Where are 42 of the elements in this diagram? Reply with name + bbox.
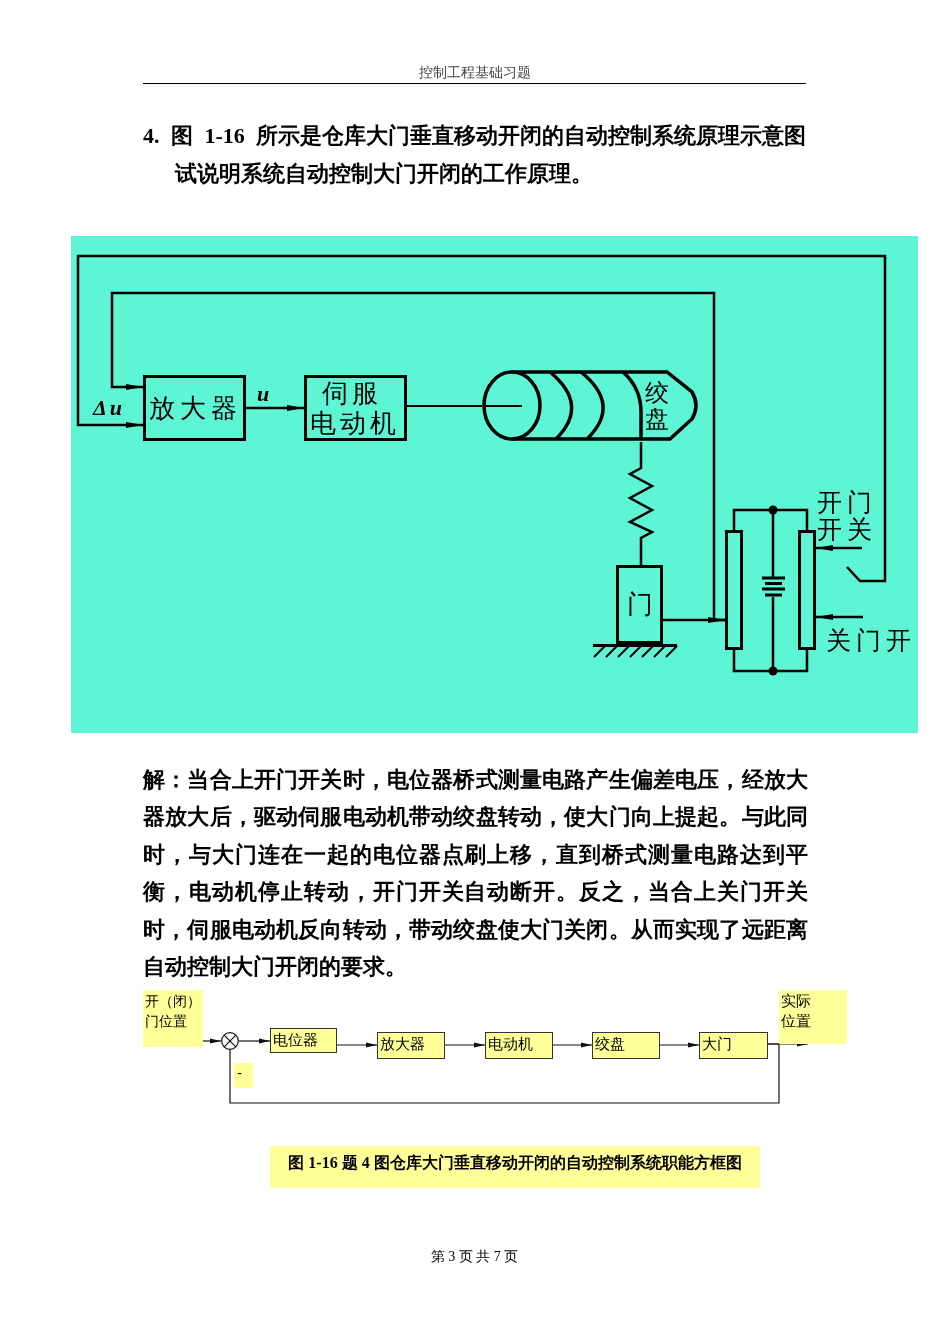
spring: [627, 442, 655, 565]
signal-label: 实际位置: [779, 990, 847, 1044]
arrow: [246, 405, 304, 411]
figure-caption: 图 1-16 题 4 图仓库大门垂直移动开闭的自动控制系统职能方框图: [270, 1146, 760, 1188]
page-footer: 第 3 页 共 7 页: [143, 1248, 806, 1266]
connector-line: [406, 405, 483, 407]
switch-label: 关门开: [826, 617, 918, 656]
block-box: 大门: [699, 1032, 768, 1059]
question-text: 4. 图 1-16 所示是仓库大门垂直移动开闭的自动控制系统原理示意图试说明系统自动控制大门开闭的工作原理。: [143, 122, 808, 188]
arrow: [816, 545, 843, 551]
drum-label: 绞盘: [645, 380, 670, 432]
block-box: 绞盘: [592, 1032, 660, 1059]
feedback-line: [229, 1043, 780, 1104]
door-block: 门: [616, 565, 663, 644]
summing-junction: [221, 1032, 239, 1050]
answer-text: 解：当合上开门开关时，电位器桥式测量电路产生偏差电压，经放大器放大后，驱动伺服电动机带动绞盘转动，使大门向上提起。与此同时，与大门连在一起的电位器点刷上移，直到桥式测量电路达到平衡，电动机停止转动，开门开关自动断开。反之，当合上关门开关时，伺服电动机反向转动，带动绞盘使大门关闭。从而实现了远距离自动控制大门开闭的要求。: [143, 766, 808, 982]
arrow: [659, 1042, 700, 1048]
block-box: 放大器: [377, 1032, 445, 1059]
switch-symbol: [843, 545, 872, 585]
process-box: 放大器: [143, 375, 246, 441]
switch-label: 开门开关: [817, 489, 878, 543]
arrow: [238, 1038, 271, 1044]
feedback-arrow: [76, 254, 887, 583]
winch-drum: [482, 369, 700, 442]
potentiometer-bar: [725, 530, 743, 650]
block-box: 电动机: [485, 1032, 553, 1059]
connector-line: [732, 650, 809, 673]
connector-line: [732, 508, 809, 530]
running-header: 控制工程基础习题: [417, 64, 532, 81]
variable-label: Δu: [93, 396, 126, 420]
block-box: 电位器: [270, 1028, 337, 1053]
potentiometer-bar: [798, 530, 816, 650]
arrow: [336, 1042, 378, 1048]
process-box: 伺服电动机: [304, 375, 407, 441]
feedback-arrow: [110, 291, 726, 622]
arrow: [816, 614, 863, 620]
edge-label: u: [257, 383, 270, 405]
arrow: [202, 1038, 222, 1044]
arrow: [552, 1042, 593, 1048]
signal-label: 开（闭）门位置: [143, 990, 203, 1047]
arrow: [444, 1042, 486, 1048]
sign-label: -: [234, 1063, 253, 1088]
